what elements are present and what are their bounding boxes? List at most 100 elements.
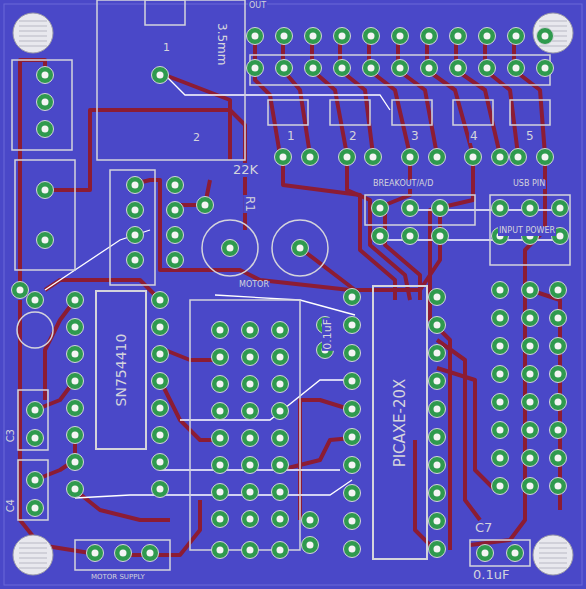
solder-pad <box>550 310 567 327</box>
solder-pad <box>537 149 554 166</box>
solder-pad <box>492 282 509 299</box>
part-name: R1 <box>243 195 256 213</box>
solder-pad <box>152 400 169 417</box>
solder-pad <box>242 542 259 559</box>
solder-pad <box>152 427 169 444</box>
solder-pad <box>363 28 380 45</box>
solder-pad <box>550 394 567 411</box>
capacitor-value: 0.1uF <box>322 318 334 351</box>
solder-pad <box>152 346 169 363</box>
solder-pad <box>242 349 259 366</box>
solder-pad <box>152 373 169 390</box>
header-label: OUT <box>248 2 267 11</box>
header-label: BREAKOUT/A/D <box>372 180 434 189</box>
solder-pad <box>522 282 539 299</box>
solder-pad <box>363 60 380 77</box>
solder-pad <box>272 542 289 559</box>
solder-pad <box>197 197 214 214</box>
solder-pad <box>115 545 132 562</box>
solder-pad <box>67 346 84 363</box>
part-name: C7 <box>474 521 493 535</box>
solder-pad <box>27 472 44 489</box>
solder-pad <box>421 60 438 77</box>
led-number: 4 <box>469 130 479 143</box>
solder-pad <box>67 373 84 390</box>
solder-pad <box>492 149 509 166</box>
solder-pad <box>212 542 229 559</box>
solder-pad <box>276 60 293 77</box>
solder-pad <box>302 537 319 554</box>
jack-outline <box>97 0 245 160</box>
solder-pad <box>421 28 438 45</box>
solder-pad <box>242 376 259 393</box>
solder-pad <box>537 28 554 45</box>
solder-pad <box>492 422 509 439</box>
solder-pad <box>429 401 446 418</box>
solder-pad <box>302 149 319 166</box>
solder-pad <box>402 200 419 217</box>
ic-outline: SN754410 <box>95 290 147 450</box>
solder-pad <box>152 454 169 471</box>
solder-pad <box>450 28 467 45</box>
solder-pad <box>492 338 509 355</box>
solder-pad <box>152 481 169 498</box>
solder-pad <box>344 345 361 362</box>
solder-pad <box>522 338 539 355</box>
connector-label: MOTOR SUPPLY <box>90 574 146 582</box>
solder-pad <box>372 200 389 217</box>
part-name: C4 <box>5 498 16 513</box>
solder-pad <box>522 310 539 327</box>
led-number: 5 <box>525 130 535 143</box>
solder-pad <box>522 422 539 439</box>
solder-pad <box>477 545 494 562</box>
solder-pad <box>272 322 289 339</box>
top-traces <box>45 75 560 498</box>
solder-pad <box>272 484 289 501</box>
solder-pad <box>429 317 446 334</box>
capacitor-value: 0.1uF <box>472 568 510 582</box>
led-number: 2 <box>348 130 358 143</box>
solder-pad <box>276 28 293 45</box>
pin-number: 1 <box>162 42 171 54</box>
solder-pad <box>492 450 509 467</box>
solder-pad <box>212 457 229 474</box>
solder-pad <box>37 94 54 111</box>
solder-pad <box>365 149 382 166</box>
solder-pad <box>344 513 361 530</box>
mounting-holes <box>13 13 573 575</box>
mounting-hole <box>13 535 53 575</box>
solder-pad <box>302 512 319 529</box>
solder-pad <box>27 292 44 309</box>
solder-pad <box>27 500 44 517</box>
solder-pad <box>272 349 289 366</box>
solder-pad <box>37 67 54 84</box>
solder-pad <box>492 310 509 327</box>
solder-pad <box>344 429 361 446</box>
solder-pad <box>167 227 184 244</box>
solder-pad <box>272 403 289 420</box>
resistor-value: 22K <box>232 163 259 177</box>
solder-pad <box>247 28 264 45</box>
solder-pad <box>550 478 567 495</box>
solder-pad <box>432 228 449 245</box>
capacitor-outline <box>202 220 258 276</box>
solder-pad <box>272 511 289 528</box>
solder-pad <box>127 252 144 269</box>
solder-pad <box>247 60 264 77</box>
solder-pad <box>67 481 84 498</box>
solder-pad <box>242 430 259 447</box>
solder-pad <box>344 373 361 390</box>
solder-pad <box>492 366 509 383</box>
solder-pad <box>479 28 496 45</box>
solder-pad <box>344 541 361 558</box>
solder-pad <box>429 541 446 558</box>
led-number: 3 <box>410 130 420 143</box>
solder-pad <box>510 149 527 166</box>
solder-pad <box>167 252 184 269</box>
solder-pad <box>492 478 509 495</box>
silkscreen <box>12 0 570 570</box>
copper-traces <box>20 36 560 555</box>
solder-pad <box>212 430 229 447</box>
